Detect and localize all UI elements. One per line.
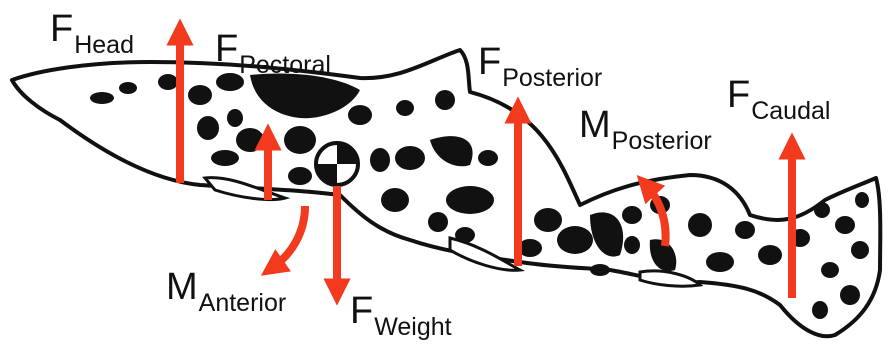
label-f-caudal: FCaudal bbox=[727, 76, 829, 114]
label-m-posterior: MPosterior bbox=[579, 106, 711, 144]
label-f-posterior: FPosterior bbox=[478, 43, 601, 81]
center-of-mass-icon bbox=[316, 143, 358, 185]
label-m-anterior: MAnterior bbox=[166, 268, 285, 306]
label-f-weight: FWeight bbox=[350, 292, 451, 330]
label-f-pectoral: FPectoral bbox=[215, 30, 330, 68]
arrow-m-anterior bbox=[272, 206, 305, 268]
label-f-head: FHead bbox=[50, 10, 133, 48]
